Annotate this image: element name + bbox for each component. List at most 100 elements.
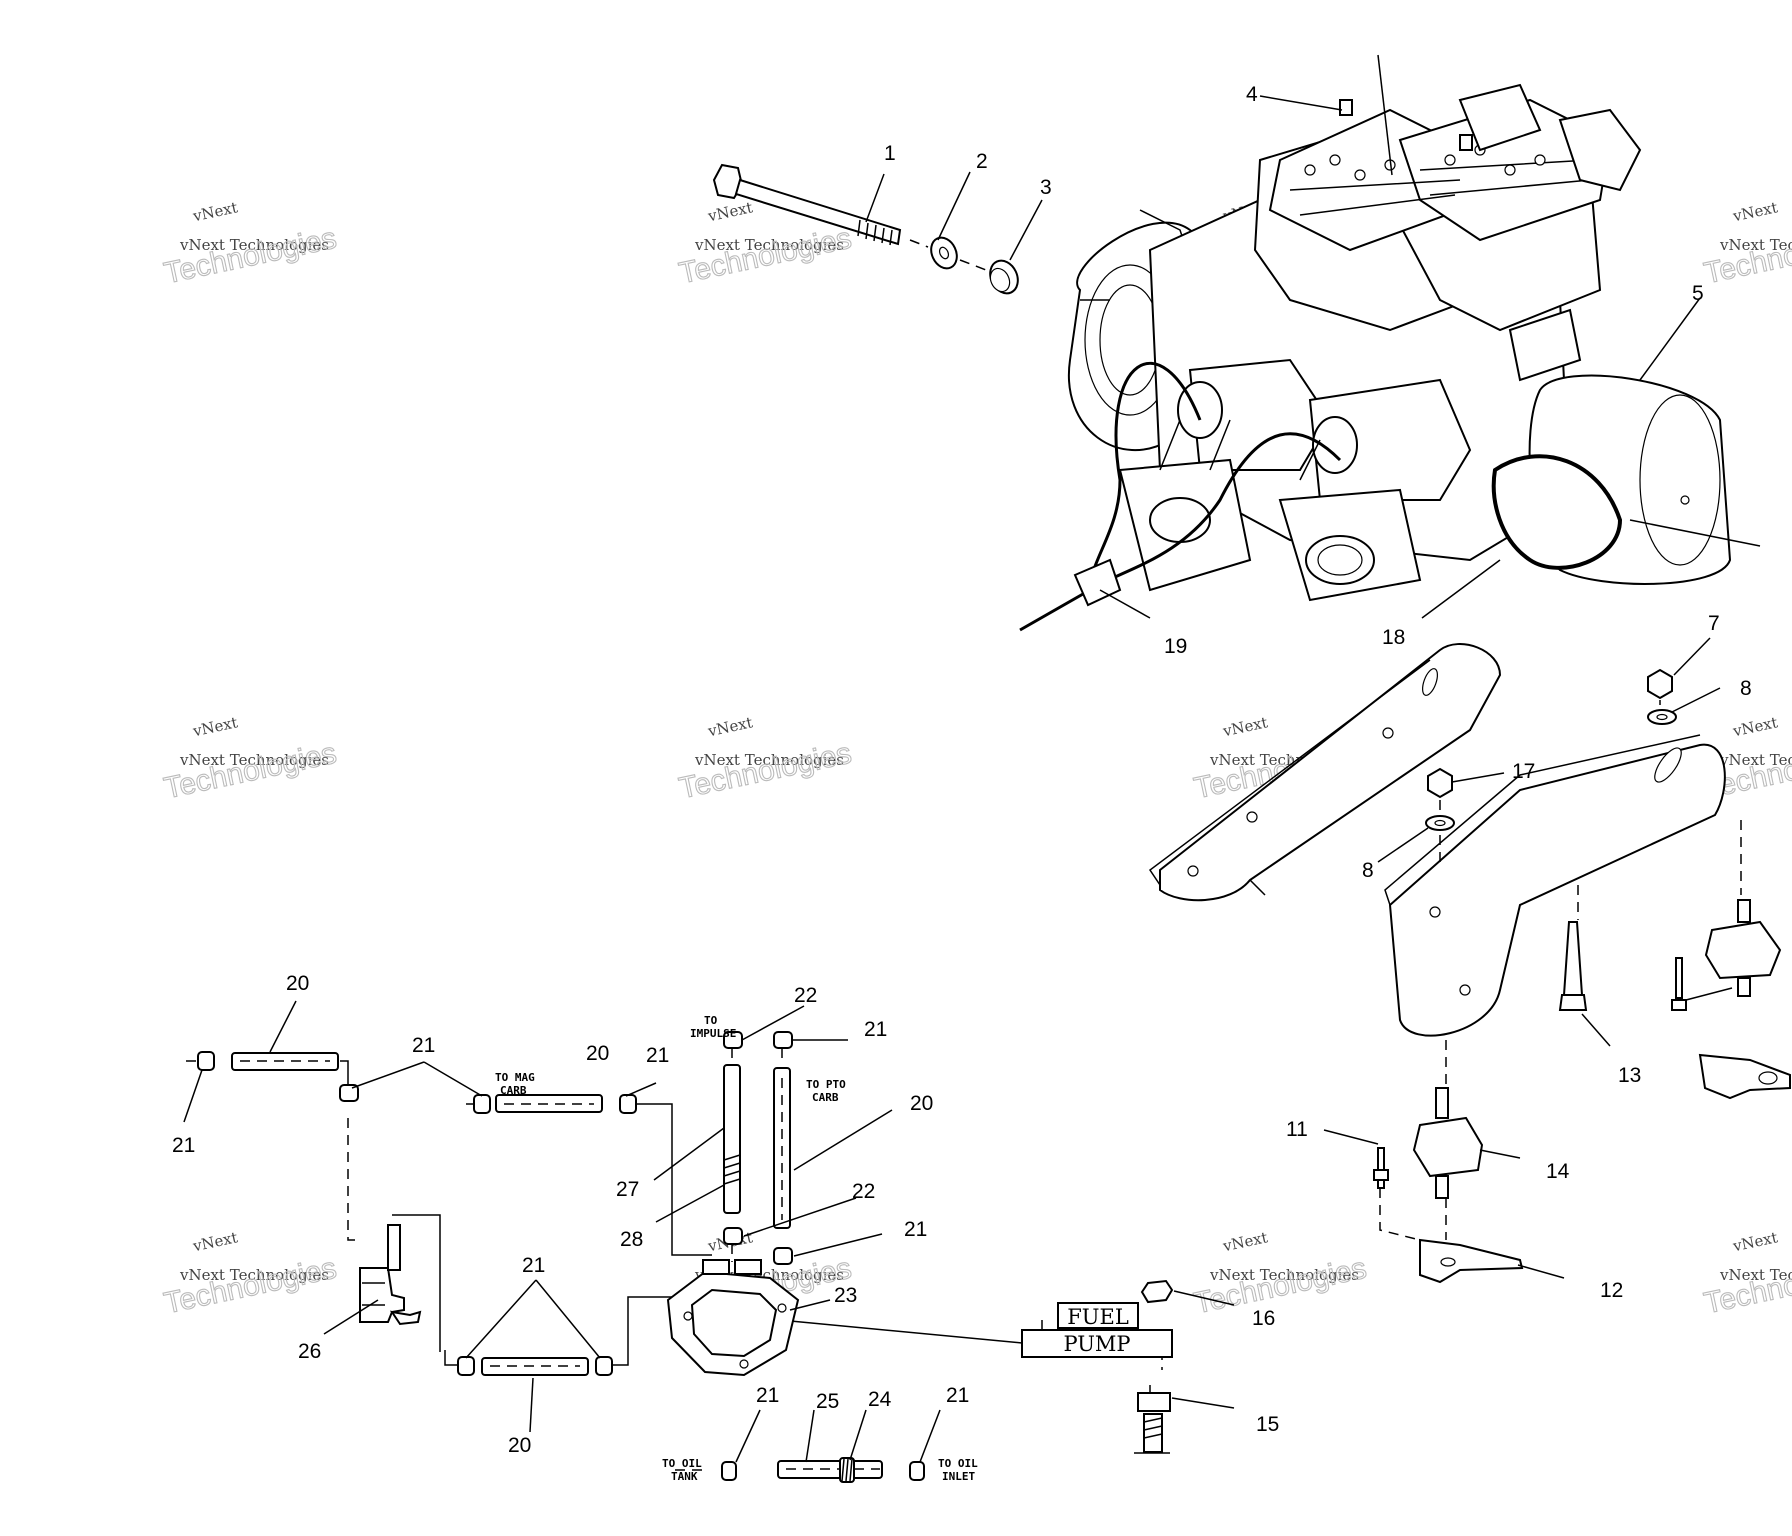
stud — [1671, 957, 1687, 1011]
watermark: vNext vNext Technologies Technologies — [1701, 1228, 1792, 1321]
fuel-pump-label-box: FUEL PUMP — [1021, 1302, 1173, 1358]
fuel-pump-body — [666, 1259, 800, 1377]
engine-assembly — [1019, 54, 1732, 632]
to-oil-tank-label: TANK — [671, 1470, 698, 1483]
svg-text:vNext: vNext — [1730, 198, 1779, 225]
svg-text:vNext: vNext — [1220, 1228, 1269, 1255]
callout-21: 21 — [756, 1384, 779, 1407]
rubber-mount — [1704, 899, 1782, 997]
svg-text:Technologies: Technologies — [1701, 1252, 1792, 1321]
nut — [1647, 668, 1673, 700]
hose-clamp — [457, 1356, 475, 1376]
engine-mount-bolt — [712, 163, 902, 246]
svg-text:vNext: vNext — [705, 198, 754, 225]
callout-20: 20 — [586, 1042, 609, 1065]
rear-engine-mount-plate — [1384, 734, 1726, 1037]
callout-20: 20 — [286, 972, 309, 995]
callout-17: 17 — [1512, 760, 1535, 783]
svg-text:Technologies: Technologies — [676, 737, 854, 806]
callout-3: 3 — [1040, 176, 1052, 199]
callout-5: 5 — [1692, 282, 1704, 305]
callout-21: 21 — [412, 1034, 435, 1057]
callout-21: 21 — [946, 1384, 969, 1407]
fuel-hose — [481, 1357, 589, 1376]
watermark: vNext vNext Technologies Technologies — [161, 198, 340, 291]
callout-22: 22 — [852, 1180, 875, 1203]
watermark: vNext vNext Technologies Technologies — [161, 1228, 340, 1321]
callout-21: 21 — [646, 1044, 669, 1067]
to-oil-inlet-label: TO OIL — [938, 1457, 978, 1470]
callout-24: 24 — [868, 1388, 892, 1411]
callout-16: 16 — [1252, 1307, 1275, 1330]
svg-text:Technologies: Technologies — [161, 737, 339, 806]
svg-text:Technologies: Technologies — [161, 222, 339, 291]
watermark: vNext vNext Technologies Technologies — [1701, 198, 1792, 291]
fuel-pump-label-line2: PUMP — [1063, 1332, 1130, 1356]
washer — [1647, 709, 1677, 725]
callout-21: 21 — [172, 1134, 195, 1157]
oil-line-hose — [777, 1457, 883, 1483]
svg-text:vNext Technologies: vNext Technologies — [1719, 236, 1792, 254]
svg-text:Technologies: Technologies — [161, 1252, 339, 1321]
to-oil-tank-label: TO OIL — [662, 1457, 702, 1470]
front-engine-mount-plate — [1148, 643, 1502, 902]
to-mag-carb-label: CARB — [500, 1084, 527, 1097]
svg-text:Technologies: Technologies — [1191, 1252, 1369, 1321]
to-pto-carb-label: TO PTO — [806, 1078, 846, 1091]
svg-text:vNext: vNext — [1220, 713, 1269, 740]
callout-23: 23 — [834, 1284, 857, 1307]
callout-labels: 1 2 3 4 5 7 8 8 11 12 13 14 15 16 17 18 … — [172, 83, 1752, 1457]
callout-18: 18 — [1382, 626, 1405, 649]
watermark: vNext vNext Technologies Technologies — [1191, 1228, 1370, 1321]
hose-clamp — [773, 1247, 793, 1265]
mount-bolt — [1558, 921, 1588, 1011]
hose-clamp — [773, 1031, 793, 1049]
stud — [1373, 1147, 1389, 1189]
impulse-hose — [723, 1064, 741, 1214]
callout-19: 19 — [1164, 635, 1187, 658]
fuel-pump-label-line1: FUEL — [1067, 1305, 1129, 1329]
to-impulse-label: TO — [704, 1014, 718, 1027]
to-impulse-label: IMPULSE — [690, 1027, 736, 1040]
washer — [1425, 815, 1455, 831]
fuel-hose — [495, 1094, 603, 1113]
hose-clamp — [723, 1227, 743, 1245]
svg-text:vNext Technologies: vNext Technologies — [179, 1266, 329, 1284]
svg-text:vNext: vNext — [705, 713, 754, 740]
hose-clamp — [595, 1356, 613, 1376]
callout-14: 14 — [1546, 1160, 1570, 1183]
callout-21: 21 — [522, 1254, 545, 1277]
mount-bracket — [1419, 1238, 1524, 1284]
fuel-shutoff-valve — [359, 1224, 422, 1326]
svg-text:vNext Technologies: vNext Technologies — [179, 751, 329, 769]
washer — [930, 236, 958, 270]
hose-clamp — [339, 1084, 359, 1102]
rubber-mount — [1412, 1087, 1484, 1199]
pump-screw — [1134, 1413, 1170, 1454]
svg-text:vNext Technologies: vNext Technologies — [1209, 1266, 1359, 1284]
bushing — [989, 259, 1019, 295]
callout-28: 28 — [620, 1228, 643, 1251]
svg-text:vNext Technologies: vNext Technologies — [179, 236, 329, 254]
pump-spacer — [1137, 1392, 1171, 1412]
callout-27: 27 — [616, 1178, 639, 1201]
svg-text:vNext Technologies: vNext Technologies — [1719, 1266, 1792, 1284]
callout-25: 25 — [816, 1390, 839, 1413]
callout-11: 11 — [1286, 1118, 1308, 1141]
callout-13: 13 — [1618, 1064, 1641, 1087]
watermark: vNext vNext Technologies Technologies — [676, 713, 855, 806]
svg-text:vNext: vNext — [190, 713, 239, 740]
callout-2: 2 — [976, 150, 988, 173]
leader-lines — [183, 95, 1761, 1463]
callout-8: 8 — [1362, 859, 1374, 882]
hose-clamp — [721, 1461, 737, 1481]
callout-21: 21 — [904, 1218, 927, 1241]
assembly-axis-line — [909, 239, 987, 271]
callout-4: 4 — [1246, 83, 1258, 106]
svg-text:vNext: vNext — [190, 198, 239, 225]
to-mag-carb-label: TO MAG — [495, 1071, 535, 1084]
nut — [1427, 767, 1453, 799]
hose-clamp — [909, 1461, 925, 1481]
svg-text:vNext Technologies: vNext Technologies — [694, 236, 844, 254]
